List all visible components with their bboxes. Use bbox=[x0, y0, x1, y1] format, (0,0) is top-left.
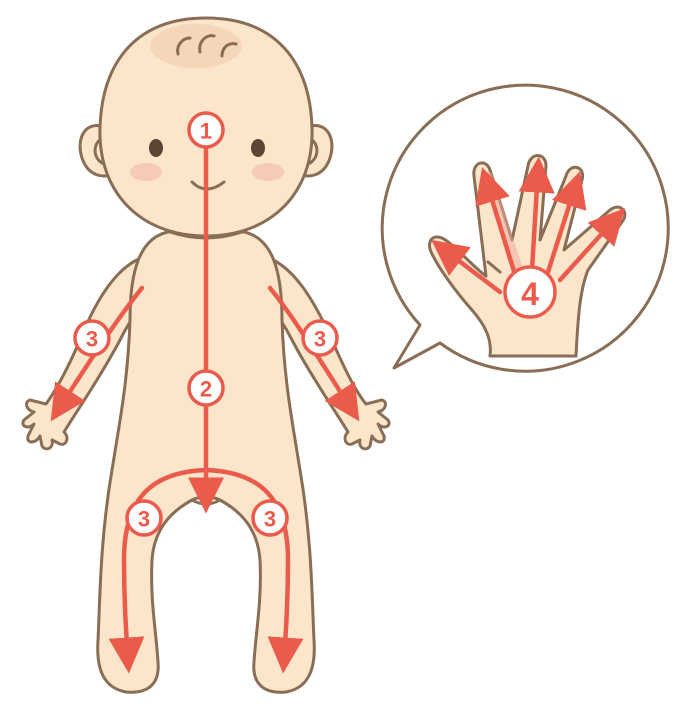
left-eye bbox=[149, 139, 163, 157]
badge-step-3-left-arm: 3 bbox=[75, 321, 109, 355]
badge-step-3-right-leg: 3 bbox=[253, 501, 287, 535]
hand-callout: 4 bbox=[382, 85, 668, 371]
right-eye bbox=[251, 139, 265, 157]
badge-step-3-left-arm-label: 3 bbox=[86, 327, 98, 352]
right-cheek bbox=[252, 163, 284, 181]
badge-step-2: 2 bbox=[189, 371, 223, 405]
badge-step-4: 4 bbox=[505, 267, 555, 317]
badge-step-3-left-leg: 3 bbox=[127, 501, 161, 535]
badge-step-3-right-leg-label: 3 bbox=[264, 507, 276, 532]
badge-step-4-label: 4 bbox=[521, 276, 539, 312]
badge-step-3-right-arm-label: 3 bbox=[314, 327, 326, 352]
left-cheek bbox=[130, 163, 162, 181]
badge-step-1: 1 bbox=[189, 113, 223, 147]
badge-step-1-label: 1 bbox=[200, 119, 212, 144]
badge-step-3-right-arm: 3 bbox=[303, 321, 337, 355]
badge-step-2-label: 2 bbox=[200, 377, 212, 402]
badge-step-3-left-leg-label: 3 bbox=[138, 507, 150, 532]
